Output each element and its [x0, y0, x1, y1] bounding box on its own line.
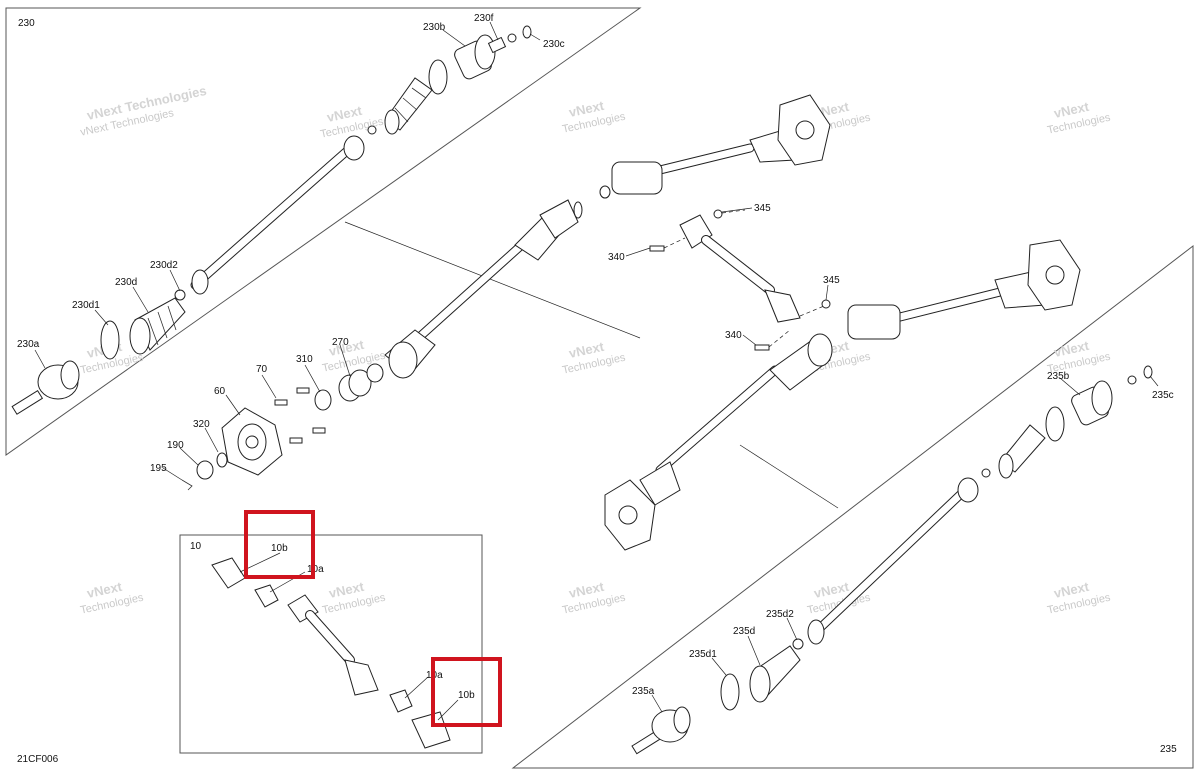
group-label-10: 10 [190, 541, 202, 552]
callout-labels: 230 235 10 21CF006 230b 230f 230c 230d2 … [17, 13, 1177, 765]
cv-joint-230a [11, 360, 80, 415]
divider-line [739, 444, 839, 509]
highlight-box-10b-bottom [431, 657, 502, 727]
callout-235d2: 235d2 [766, 609, 794, 620]
spider-10a-bottom [389, 689, 413, 713]
group-label-230: 230 [18, 18, 35, 29]
hub-rear-left [604, 479, 656, 551]
ring-230c [522, 25, 532, 39]
callout-235d: 235d [733, 626, 755, 637]
svg-text:vNext: vNext [568, 579, 606, 601]
callout-230d: 230d [115, 277, 137, 288]
divider-line [344, 221, 641, 339]
svg-text:vNext: vNext [813, 579, 851, 601]
nut-345-top [713, 209, 723, 219]
callout-235c: 235c [1152, 390, 1174, 401]
circlip-230f [507, 33, 517, 43]
svg-text:vNext: vNext [568, 98, 606, 120]
axle-230-assembly [11, 25, 532, 415]
callout-190: 190 [167, 440, 184, 451]
callout-230b: 230b [423, 22, 446, 33]
callout-235a: 235a [632, 686, 655, 697]
ring-310 [314, 389, 332, 411]
hub-assembly [181, 369, 372, 491]
callout-310: 310 [296, 354, 313, 365]
callout-340-bottom: 340 [725, 330, 742, 341]
cv-joint-235b [1071, 380, 1113, 426]
bolt-70 [274, 399, 288, 406]
svg-text:vNext: vNext [328, 579, 366, 601]
callout-235d1: 235d1 [689, 649, 717, 660]
hub-rear-right [1027, 239, 1081, 311]
diagram-code: 21CF006 [17, 754, 59, 765]
svg-text:vNext: vNext [86, 579, 124, 601]
svg-text:vNext: vNext [328, 337, 366, 359]
hub-60 [221, 407, 283, 476]
callout-10b-top: 10b [271, 543, 288, 554]
callout-230d2: 230d2 [150, 260, 178, 271]
axle-upper-right-assembly [599, 94, 831, 199]
frame-inset-10 [179, 534, 483, 754]
ring-235c [1143, 365, 1153, 379]
circlip-230d2 [174, 289, 186, 301]
callout-320: 320 [193, 419, 210, 430]
frame-230 [5, 7, 642, 456]
propshaft-middle [649, 209, 831, 351]
group-label-235: 235 [1160, 744, 1177, 755]
pin-195 [181, 479, 193, 491]
boot-230d [129, 297, 186, 355]
axle-rear-right-assembly [604, 239, 1081, 551]
cv-joint-235a [631, 706, 691, 755]
svg-text:vNext: vNext [1053, 99, 1091, 121]
svg-text:vNext: vNext [568, 339, 606, 361]
highlight-box-10b-top [244, 510, 315, 579]
nut-345-bottom [821, 299, 831, 309]
hub-upper-right [777, 94, 831, 166]
callout-345-top: 345 [754, 203, 771, 214]
callout-345-bottom: 345 [823, 275, 840, 286]
yoke-10b-top [211, 557, 246, 589]
callout-235b: 235b [1047, 371, 1070, 382]
callout-230a: 230a [17, 339, 40, 350]
frame-235 [511, 244, 1194, 769]
callout-340-top: 340 [608, 252, 625, 263]
boot-235d [749, 645, 801, 703]
nut-190 [196, 460, 214, 480]
callout-10b-bottom: 10b [458, 690, 475, 701]
clamp-upper-230 [428, 59, 448, 95]
svg-text:vNext: vNext [326, 103, 364, 125]
yoke-10b-bottom [411, 711, 451, 749]
bolt-340-top [649, 245, 665, 252]
boot-upper-235 [998, 424, 1046, 479]
clamp-235d1 [720, 673, 740, 711]
svg-text:vNext: vNext [1053, 338, 1091, 360]
callout-270: 270 [332, 337, 349, 348]
callout-70: 70 [256, 364, 268, 375]
clamp-230d1 [100, 320, 120, 360]
callout-60: 60 [214, 386, 226, 397]
axle-235-assembly [631, 365, 1153, 755]
callout-230c: 230c [543, 39, 565, 50]
bolt-340-bottom [754, 344, 770, 351]
spider-10a-top [254, 584, 279, 608]
bearing-270 [338, 369, 372, 402]
cv-joint-230b [454, 34, 507, 80]
boot-upper-230 [384, 77, 433, 135]
washer-320 [216, 452, 228, 468]
callout-230f: 230f [474, 13, 494, 24]
clamp-upper-235 [1045, 406, 1065, 442]
svg-text:vNext: vNext [1053, 579, 1091, 601]
circlip-235d2 [792, 638, 804, 650]
leader-lines [34, 21, 1159, 721]
propshaft-10-inset [211, 557, 451, 749]
axle-center-assembly [366, 199, 583, 383]
callout-230d1: 230d1 [72, 300, 100, 311]
callout-195: 195 [150, 463, 167, 474]
callout-10a-top: 10a [307, 564, 324, 575]
